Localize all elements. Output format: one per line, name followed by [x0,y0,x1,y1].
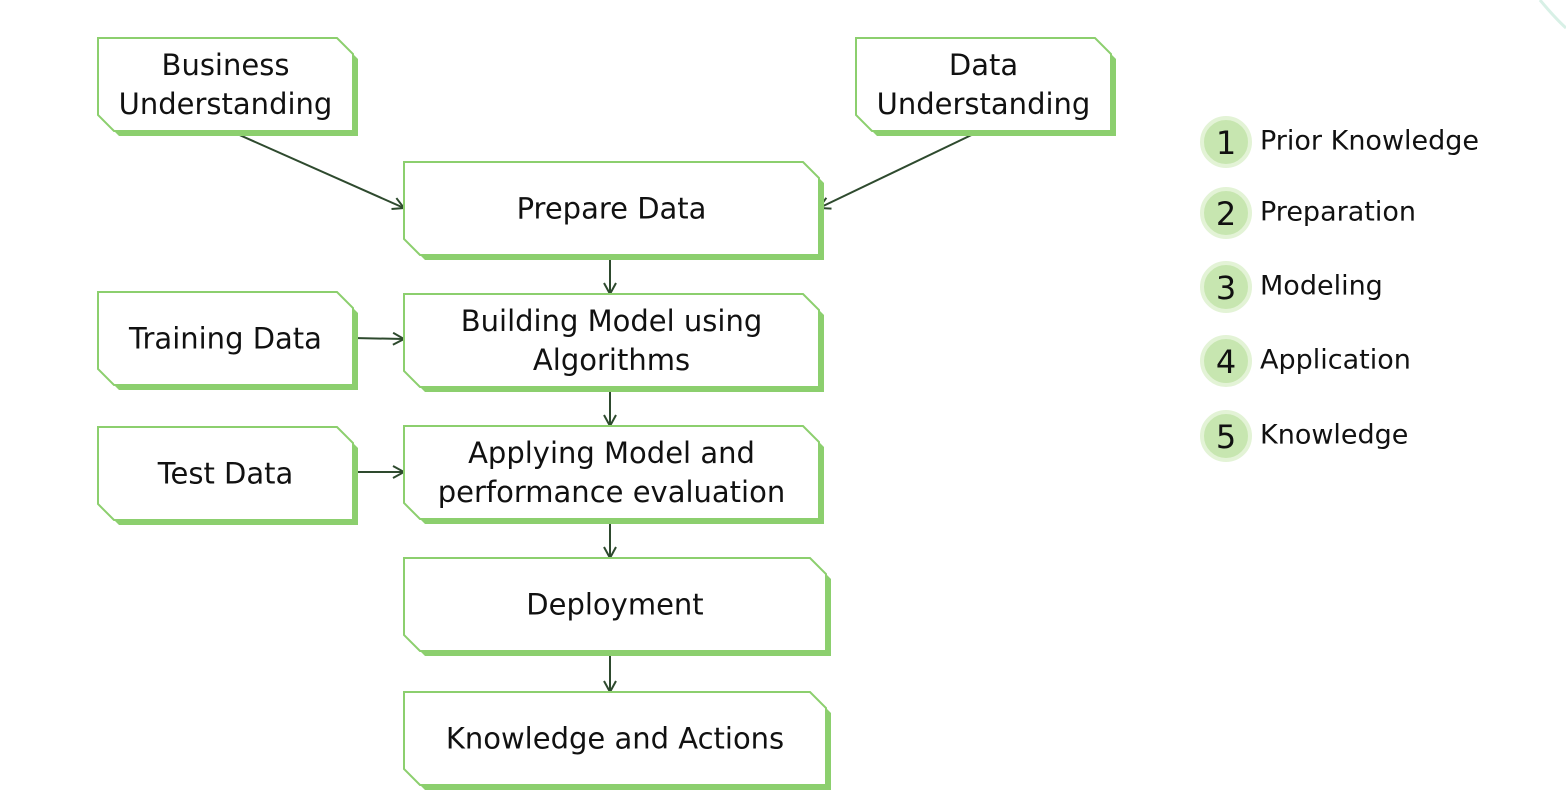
node-label: Understanding [119,87,333,121]
nodes-layer: BusinessUnderstandingDataUnderstandingPr… [97,37,1116,790]
node-box [403,161,820,256]
node-box [97,291,354,386]
node-label: Training Data [128,322,322,356]
arrow-training-data-to-building-model [352,338,404,339]
legend: 1 Prior Knowledge 2 Preparation 3 Modeling 4 Ap… [1200,116,1479,462]
node-box [403,557,827,652]
legend-number-circle [1200,261,1252,313]
legend-number: 5 [1216,418,1236,456]
node-label: Understanding [877,87,1091,121]
arrow-business-understanding-to-prepare-data [225,128,404,208]
legend-number-circle [1200,187,1252,239]
node-box [403,425,820,520]
node-box [97,37,354,132]
legend-label: Prior Knowledge [1260,126,1479,157]
legend-item-4: 4 Application [1200,335,1411,387]
legend-number: 4 [1216,343,1236,381]
legend-number-circle [1200,335,1252,387]
node-label: Knowledge and Actions [446,722,784,756]
node-label: Algorithms [533,343,690,377]
node-test-data: Test Data [97,426,358,525]
legend-number: 3 [1216,269,1236,307]
node-knowledge-actions: Knowledge and Actions [403,691,831,790]
node-box [97,426,354,521]
node-applying-model: Applying Model and performance evaluation [403,425,824,524]
node-label: Data [949,48,1018,82]
node-label: Deployment [526,588,703,622]
node-label: Building Model using [461,304,762,338]
decorative-corner-arc [1538,0,1566,30]
arrow-data-understanding-to-prepare-data [819,128,985,208]
node-label: Applying Model and [468,436,755,470]
node-label: Prepare Data [517,192,707,226]
legend-label: Knowledge [1260,420,1408,451]
node-deployment: Deployment [403,557,831,656]
node-label: Business [162,48,290,82]
legend-number: 2 [1216,195,1236,233]
node-training-data: Training Data [97,291,358,390]
legend-item-5: 5 Knowledge [1200,410,1408,462]
legend-number-circle [1200,116,1252,168]
legend-item-1: 1 Prior Knowledge [1200,116,1479,168]
node-label: Test Data [157,457,294,491]
legend-number-circle [1200,410,1252,462]
node-box [855,37,1112,132]
edges-layer [225,128,985,692]
node-label: performance evaluation [438,475,785,509]
node-prepare-data: Prepare Data [403,161,824,260]
legend-item-2: 2 Preparation [1200,187,1416,239]
legend-label: Application [1260,345,1411,376]
node-box [403,293,820,388]
legend-label: Modeling [1260,271,1383,302]
legend-label: Preparation [1260,197,1416,228]
legend-item-3: 3 Modeling [1200,261,1383,313]
legend-number: 1 [1216,124,1236,162]
node-box [403,691,827,786]
